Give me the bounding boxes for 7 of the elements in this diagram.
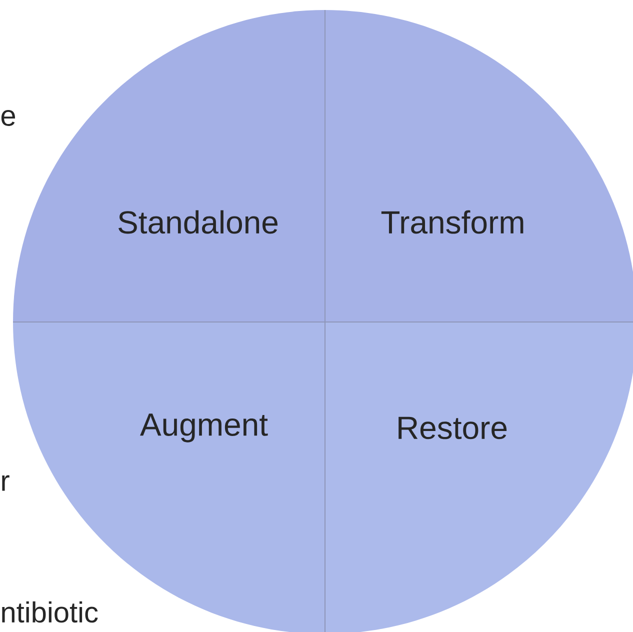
node-label: Standalone	[118, 210, 278, 234]
label-text: e	[1, 110, 16, 126]
node-label: Augment	[140, 414, 268, 442]
quadrant: Transform	[325, 10, 633, 322]
node-label: Restore	[398, 416, 507, 440]
quadrant: Restore	[325, 322, 633, 632]
node-label: Transform	[381, 210, 524, 234]
